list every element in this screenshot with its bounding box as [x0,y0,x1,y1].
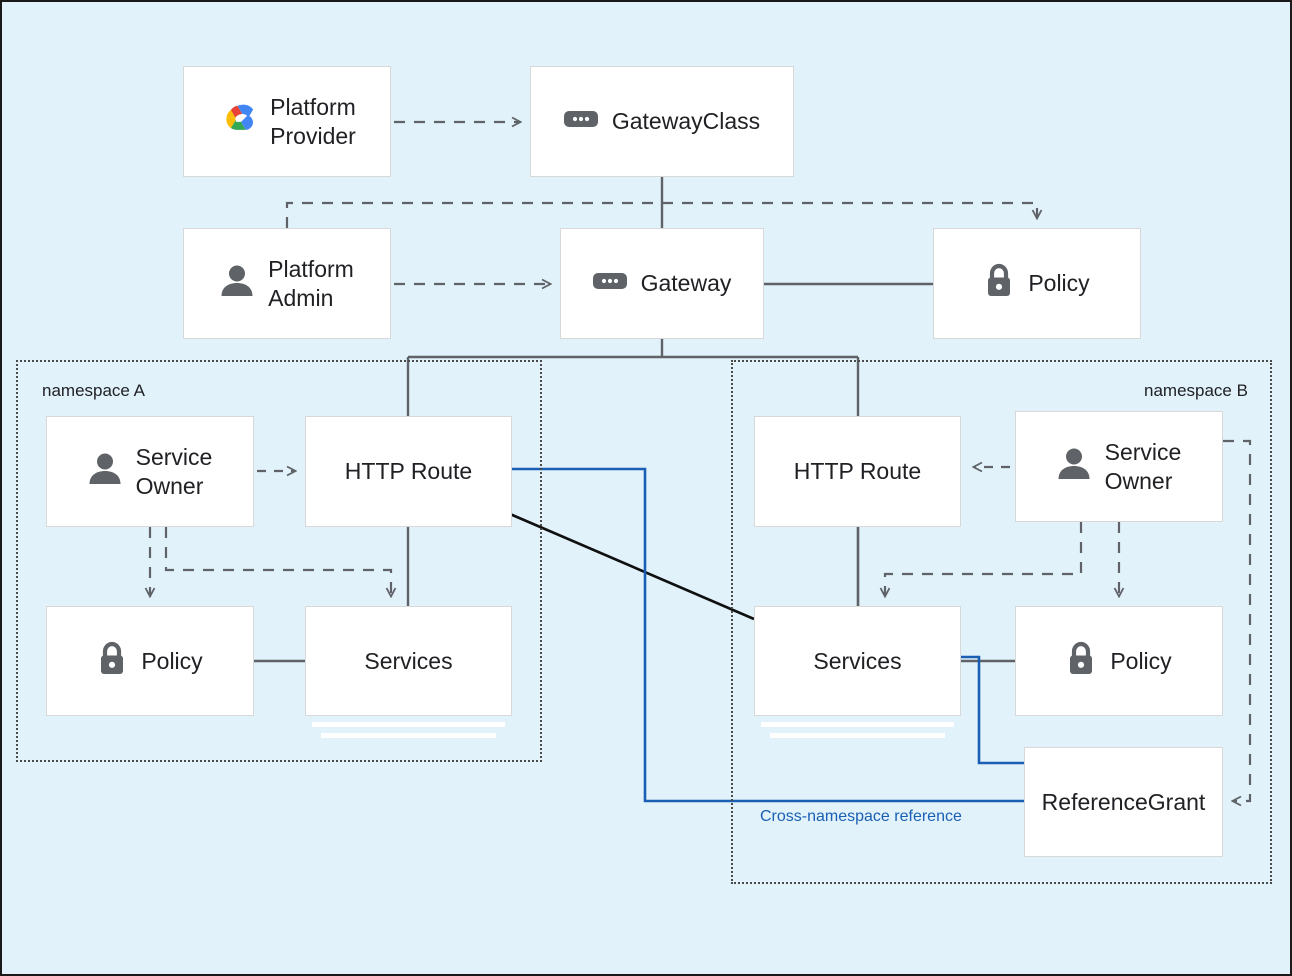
services-b-stack-line-2 [770,733,945,738]
node-http-route-a[interactable]: HTTP Route [305,416,512,527]
node-label: HTTP Route [793,458,922,485]
node-label: Gateway [640,270,732,297]
node-reference-grant[interactable]: ReferenceGrant [1024,747,1223,857]
node-label: GatewayClass [611,108,761,135]
namespace-b-label: namespace B [1144,381,1248,400]
node-policy-top[interactable]: Policy [933,228,1141,339]
edge-admin-to-policy-top [285,201,1037,228]
node-gateway-class[interactable]: GatewayClass [530,66,794,177]
node-label: Services [364,647,453,674]
gateway-icon [592,270,627,297]
node-policy-b[interactable]: Policy [1015,606,1223,716]
node-gateway[interactable]: Gateway [560,228,764,339]
lock-icon [1066,641,1096,682]
services-a-stack-line-1 [312,722,505,727]
node-label: Policy [1028,270,1090,297]
node-label: Service Owner [135,444,213,499]
namespace-a-container [16,360,542,762]
node-platform-admin[interactable]: Platform Admin [183,228,391,339]
gateway-class-icon [563,108,598,135]
node-service-owner-a[interactable]: Service Owner [46,416,254,527]
cross-namespace-reference-label: Cross-namespace reference [760,808,962,825]
node-label: HTTP Route [344,458,473,485]
node-services-b[interactable]: Services [754,606,961,716]
edge-route-a-to-services-b [509,512,755,621]
node-services-a[interactable]: Services [305,606,512,716]
services-a-stack-line-2 [321,733,496,738]
node-label: Services [813,647,902,674]
namespace-a-label: namespace A [42,381,146,400]
namespace-b-container [731,360,1272,884]
node-service-owner-b[interactable]: Service Owner [1015,411,1223,522]
node-label: Service Owner [1104,439,1182,494]
node-label: Policy [1110,647,1172,674]
person-icon [1057,446,1091,487]
node-http-route-b[interactable]: HTTP Route [754,416,961,527]
node-label: Platform Admin [268,256,354,311]
google-cloud-icon [218,103,256,140]
node-label: ReferenceGrant [1041,788,1206,815]
node-label: Platform Provider [270,94,356,149]
node-policy-a[interactable]: Policy [46,606,254,716]
node-label: Policy [141,647,203,674]
node-platform-provider[interactable]: Platform Provider [183,66,391,177]
lock-icon [984,263,1014,304]
person-icon [220,263,254,304]
person-icon [88,451,122,492]
lock-icon [97,641,127,682]
services-b-stack-line-1 [761,722,954,727]
